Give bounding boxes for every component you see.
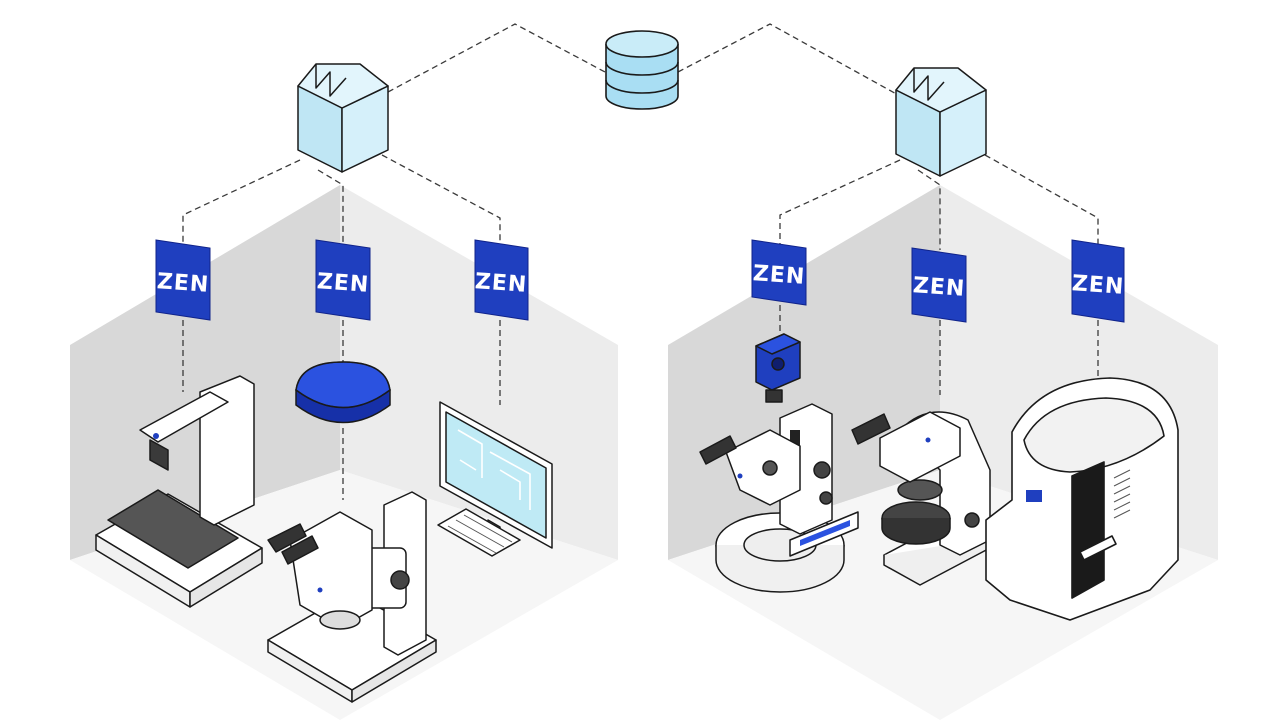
zen-software-icon: ZEN [1071,271,1125,300]
zen-software-icon: ZEN [752,261,806,290]
database-icon [605,30,679,110]
workstation-computer-icon[interactable] [437,401,553,557]
zen-badge-left-1[interactable]: ZEN [155,239,211,321]
server-box-icon-right [895,67,987,177]
zen-badge-right-3[interactable]: ZEN [1071,239,1125,323]
connection-left-zen-2 [317,169,344,250]
connection-left-zen-3 [381,154,501,250]
connection-database-server-right [677,23,901,97]
zen-badge-left-3[interactable]: ZEN [474,239,529,321]
x-ray-microscope-icon[interactable] [985,377,1179,621]
zen-software-icon: ZEN [316,269,370,298]
zen-software-icon: ZEN [912,273,966,302]
microscope-camera-icon[interactable] [295,361,391,424]
zen-badge-right-1[interactable]: ZEN [751,239,807,306]
camera-module-icon[interactable] [755,333,801,403]
digital-microscope-icon[interactable] [95,375,263,608]
connection-right-zen-1 [779,159,901,250]
connection-right-zen-3 [984,154,1099,250]
zen-software-icon: ZEN [156,269,210,298]
stereo-zoom-microscope-icon[interactable] [699,403,859,593]
zen-badge-left-2[interactable]: ZEN [315,239,371,321]
network-connections [182,23,1099,500]
server-box-icon-left [297,63,389,173]
keyboard-keys [447,514,513,554]
zen-software-icon: ZEN [474,269,528,298]
screen-windows [457,429,531,510]
zen-badge-right-2[interactable]: ZEN [911,247,967,323]
connection-server-left-database [387,23,606,93]
connection-left-zen-1 [182,159,301,250]
upright-light-microscope-icon[interactable] [851,411,991,586]
room-left-wall-back [70,185,340,560]
stereo-microscope-icon[interactable] [267,491,437,703]
vent-grille [1113,469,1131,519]
